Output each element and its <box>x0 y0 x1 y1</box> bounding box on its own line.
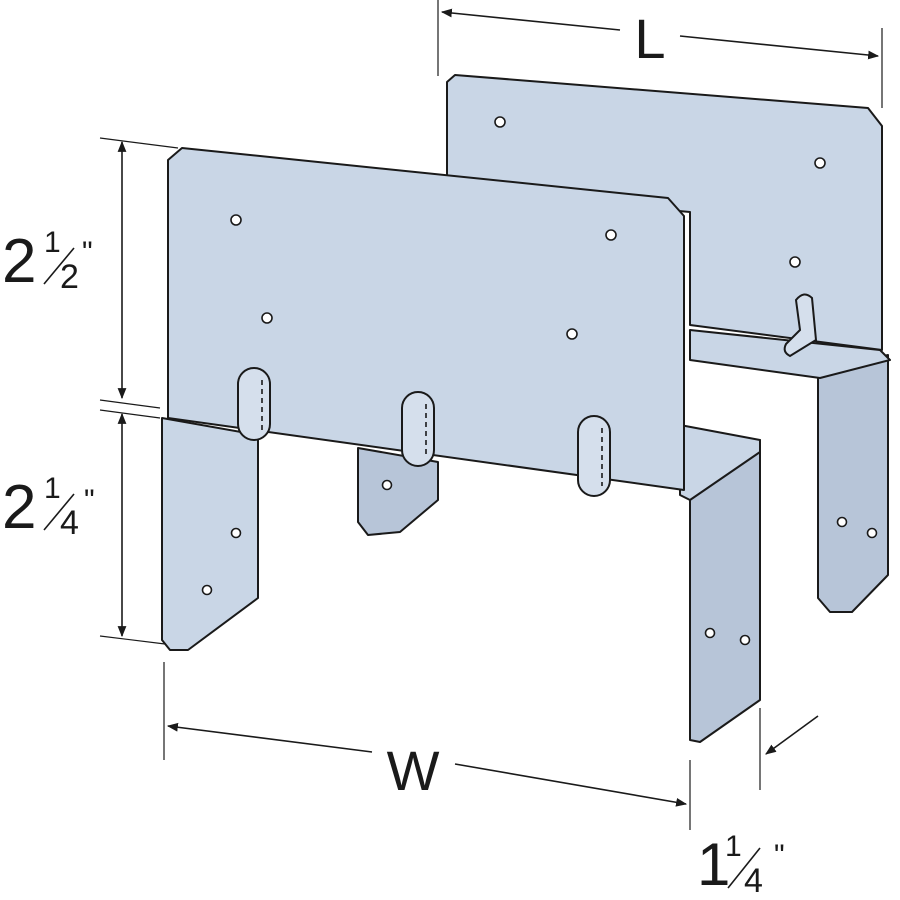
front-hole <box>201 584 213 596</box>
front-hole <box>704 627 716 639</box>
upper-height-label: 2 1 2 " <box>2 226 93 296</box>
front-hole <box>261 312 273 324</box>
rear-hole <box>836 516 848 528</box>
slot-tab <box>577 415 611 497</box>
length-label: L <box>634 7 665 70</box>
dimension-annotations: L 2 1 2 " 2 1 4 " W <box>2 0 883 900</box>
svg-text:1: 1 <box>44 472 61 505</box>
front-hole <box>381 479 393 491</box>
front-upper-plate <box>167 147 685 491</box>
svg-text:4: 4 <box>60 504 79 542</box>
rear-hole <box>494 116 506 128</box>
front-hole <box>230 527 242 539</box>
length-dimension-line <box>440 8 621 31</box>
rear-hole <box>789 256 801 268</box>
width-label: W <box>387 739 440 802</box>
front-left-leg <box>161 417 259 651</box>
svg-text:4: 4 <box>744 862 763 900</box>
front-hole <box>566 328 578 340</box>
slot-tab <box>401 391 435 467</box>
svg-text:1: 1 <box>725 830 742 863</box>
svg-text:": " <box>82 236 93 269</box>
svg-text:1: 1 <box>44 226 61 259</box>
rear-right-leg <box>817 354 889 613</box>
rear-upper-plate <box>446 74 883 351</box>
slot-tab <box>237 367 271 441</box>
rear-hole <box>814 157 826 169</box>
width-dimension-line <box>166 722 373 753</box>
middle-tab <box>357 447 439 536</box>
rear-tab <box>783 293 818 358</box>
flange-depth-label: 1 1 4 " <box>697 830 785 900</box>
svg-text:": " <box>774 839 785 872</box>
front-bracket <box>161 147 761 743</box>
rear-bracket <box>446 74 891 613</box>
svg-text:2: 2 <box>60 258 79 296</box>
front-hole <box>230 214 242 226</box>
svg-text:1: 1 <box>697 831 730 898</box>
lower-height-label: 2 1 4 " <box>2 472 95 542</box>
rear-hole <box>866 527 878 539</box>
flange-depth-dimension-line <box>765 715 819 755</box>
front-hole <box>605 229 617 241</box>
svg-text:2: 2 <box>2 473 36 542</box>
front-hole <box>739 634 751 646</box>
svg-text:": " <box>84 484 95 517</box>
svg-text:2: 2 <box>2 227 36 296</box>
